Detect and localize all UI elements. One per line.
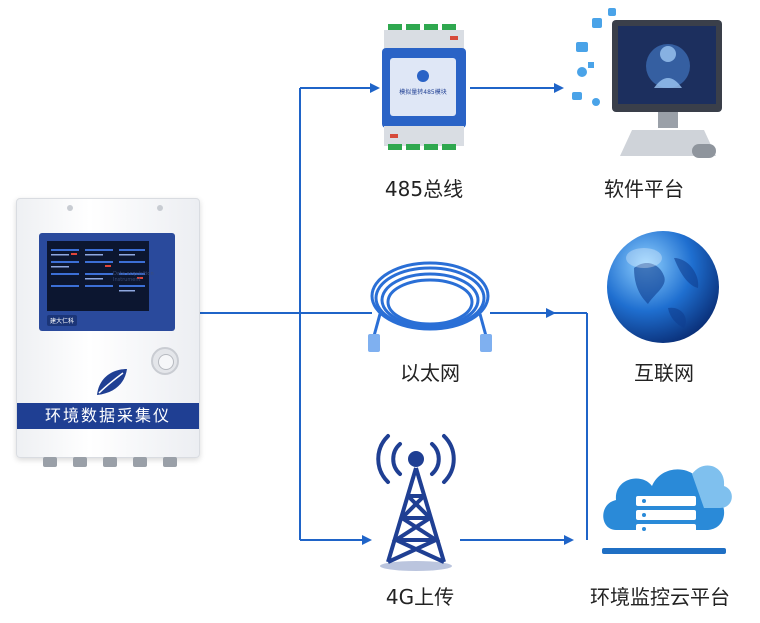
label-software-platform: 软件平台 bbox=[604, 177, 684, 201]
arrow-head-internet bbox=[546, 308, 556, 318]
data-collector-device: Data acquisition Instrument 建大仁科 环境数据采集仪 bbox=[16, 198, 200, 467]
label-ethernet: 以太网 bbox=[400, 361, 460, 385]
rs485-module-icon: 模拟量转485模块 bbox=[382, 24, 466, 150]
mount-hole bbox=[157, 205, 163, 211]
screen-caption: Data acquisition Instrument bbox=[113, 271, 154, 283]
screen-readings bbox=[51, 249, 145, 292]
mount-hole bbox=[67, 205, 73, 211]
brand-badge: 建大仁科 bbox=[47, 315, 78, 326]
label-485-bus: 485总线 bbox=[384, 177, 464, 201]
ethernet-cable-icon bbox=[368, 261, 492, 352]
internet-globe-icon bbox=[607, 231, 719, 343]
leaf-icon bbox=[97, 369, 127, 395]
device-screen: Data acquisition Instrument 建大仁科 bbox=[39, 233, 175, 331]
label-internet: 互联网 bbox=[634, 361, 694, 385]
screen-display bbox=[47, 241, 149, 311]
power-button[interactable] bbox=[151, 347, 179, 375]
4g-tower-icon bbox=[376, 434, 456, 571]
device-name-band: 环境数据采集仪 bbox=[17, 403, 199, 429]
label-cloud-platform: 环境监控云平台 bbox=[590, 585, 730, 609]
cloud-server-icon bbox=[602, 465, 732, 554]
module-label: 模拟量转485模块 bbox=[399, 88, 446, 96]
cable-glands bbox=[17, 457, 199, 469]
label-4g-upload: 4G上传 bbox=[385, 585, 455, 609]
software-platform-icon bbox=[572, 8, 722, 158]
